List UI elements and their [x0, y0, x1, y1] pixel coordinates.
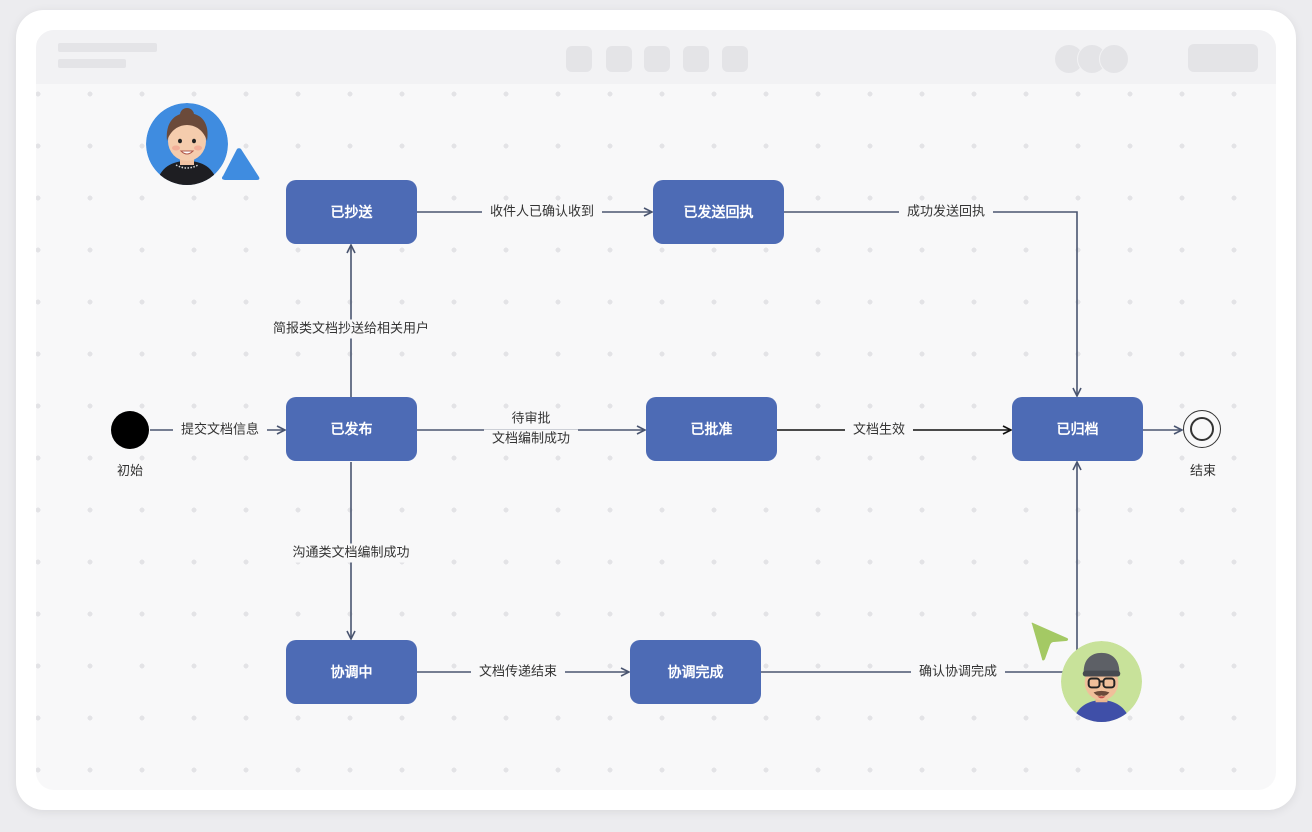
collaborator-avatar-3[interactable] — [1099, 44, 1129, 74]
tool-button-1[interactable] — [566, 46, 592, 72]
woman-avatar-icon — [146, 103, 228, 185]
blue-cursor-icon — [221, 148, 260, 180]
edge-label-submit: 提交文档信息 — [172, 420, 268, 440]
start-node[interactable] — [111, 411, 149, 449]
man-avatar-icon — [1061, 641, 1142, 722]
edge-label-confirm: 确认协调完成 — [910, 662, 1006, 682]
node-approved[interactable]: 已批准 — [646, 397, 777, 461]
tool-button-3[interactable] — [644, 46, 670, 72]
end-node[interactable] — [1183, 410, 1221, 448]
edge-label-pending: 待审批 — [503, 409, 559, 429]
edge-receipt-archived — [784, 211, 1077, 396]
tool-button-5[interactable] — [722, 46, 748, 72]
tool-button-4[interactable] — [683, 46, 709, 72]
start-label: 初始 — [116, 464, 144, 479]
edge-label-delivered: 文档传递结束 — [470, 662, 566, 682]
edge-label-compiled: 文档编制成功 — [483, 429, 579, 449]
subtitle-placeholder — [58, 59, 126, 68]
node-archived[interactable]: 已归档 — [1012, 397, 1143, 461]
edge-label-comm: 沟通类文档编制成功 — [284, 543, 418, 563]
end-node-inner — [1190, 417, 1214, 441]
node-cc[interactable]: 已抄送 — [286, 180, 417, 244]
node-published[interactable]: 已发布 — [286, 397, 417, 461]
tool-button-2[interactable] — [606, 46, 632, 72]
edge-label-effective: 文档生效 — [844, 420, 914, 440]
node-coord-done[interactable]: 协调完成 — [630, 640, 761, 704]
edge-label-receipt-sent: 成功发送回执 — [898, 202, 994, 222]
node-coordinating[interactable]: 协调中 — [286, 640, 417, 704]
edge-label-received: 收件人已确认收到 — [481, 202, 603, 222]
green-cursor-icon — [1031, 622, 1069, 661]
node-receipt[interactable]: 已发送回执 — [653, 180, 784, 244]
edge-label-cc: 简报类文档抄送给相关用户 — [264, 319, 438, 339]
end-label: 结束 — [1189, 464, 1217, 479]
share-button[interactable] — [1188, 44, 1258, 72]
title-placeholder — [58, 43, 157, 52]
